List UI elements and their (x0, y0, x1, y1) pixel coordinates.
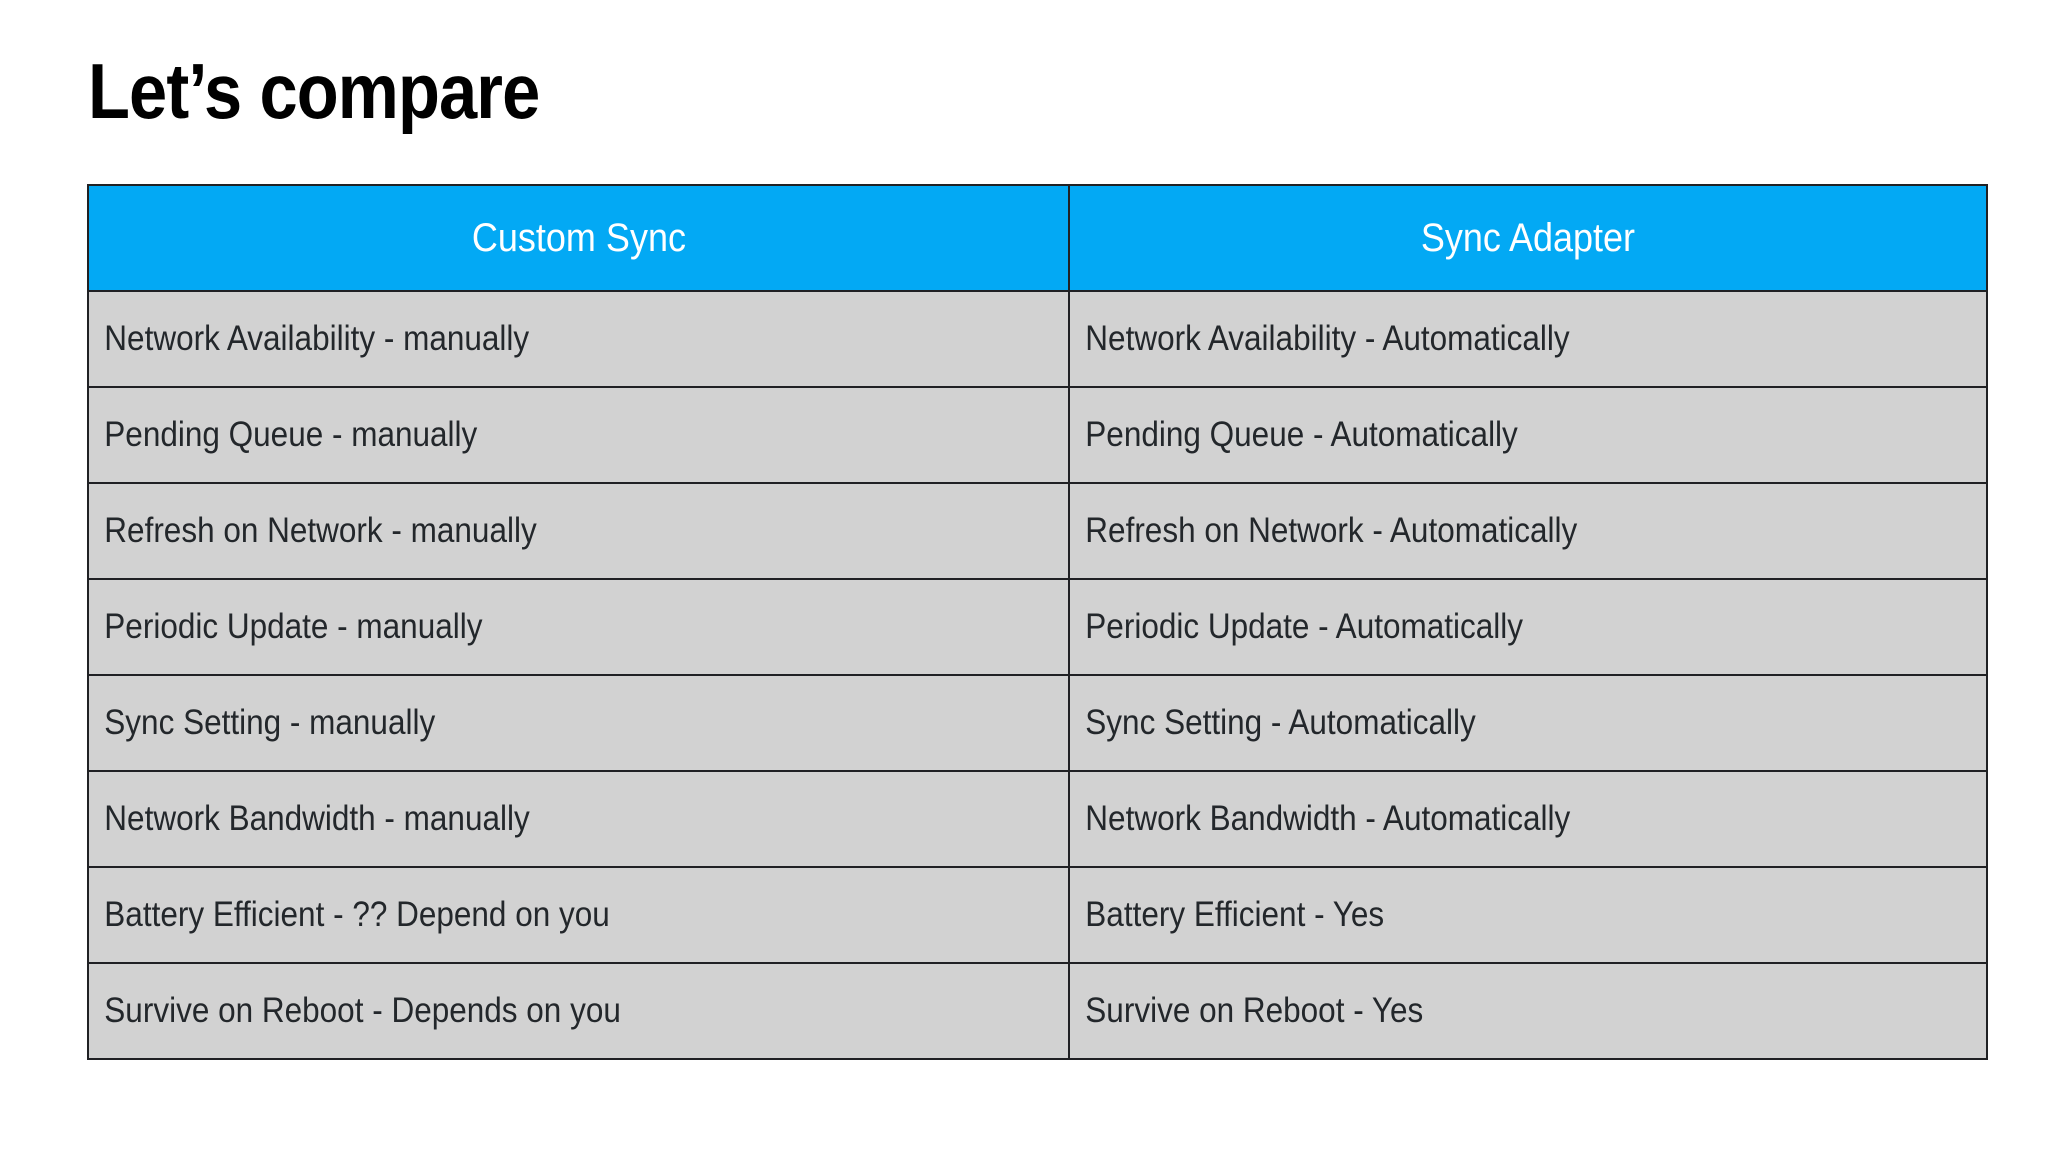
table-row: Battery Efficient - ?? Depend on you Bat… (87, 866, 1988, 964)
cell-text: Sync Setting - manually (104, 703, 436, 742)
cell-text: Periodic Update - Automatically (1085, 607, 1524, 646)
cell-sync-adapter: Battery Efficient - Yes (1068, 866, 1988, 964)
cell-sync-adapter: Sync Setting - Automatically (1068, 674, 1988, 772)
table-row: Refresh on Network - manually Refresh on… (87, 482, 1988, 580)
table-row: Sync Setting - manually Sync Setting - A… (87, 674, 1988, 772)
table-header-row: Custom Sync Sync Adapter (87, 184, 1988, 292)
column-header-sync-adapter-label: Sync Adapter (1420, 216, 1636, 260)
table-row: Pending Queue - manually Pending Queue -… (87, 386, 1988, 484)
cell-sync-adapter: Refresh on Network - Automatically (1068, 482, 1988, 580)
cell-text: Battery Efficient - ?? Depend on you (104, 895, 610, 934)
table-row: Network Bandwidth - manually Network Ban… (87, 770, 1988, 868)
cell-custom-sync: Sync Setting - manually (87, 674, 1070, 772)
cell-text: Network Bandwidth - Automatically (1085, 799, 1571, 838)
column-header-custom-sync: Custom Sync (87, 184, 1070, 292)
cell-text: Refresh on Network - Automatically (1085, 511, 1578, 550)
cell-text: Pending Queue - Automatically (1085, 415, 1518, 454)
page-title: Let’s compare (88, 47, 540, 135)
cell-sync-adapter: Periodic Update - Automatically (1068, 578, 1988, 676)
cell-sync-adapter: Survive on Reboot - Yes (1068, 962, 1988, 1060)
cell-custom-sync: Periodic Update - manually (87, 578, 1070, 676)
table-row: Periodic Update - manually Periodic Upda… (87, 578, 1988, 676)
cell-custom-sync: Network Bandwidth - manually (87, 770, 1070, 868)
cell-custom-sync: Network Availability - manually (87, 290, 1070, 388)
cell-text: Survive on Reboot - Depends on you (104, 991, 621, 1030)
column-header-custom-sync-label: Custom Sync (471, 216, 686, 260)
cell-text: Network Bandwidth - manually (104, 799, 530, 838)
comparison-table: Custom Sync Sync Adapter Network Availab… (87, 184, 1988, 1060)
cell-sync-adapter: Network Bandwidth - Automatically (1068, 770, 1988, 868)
cell-sync-adapter: Pending Queue - Automatically (1068, 386, 1988, 484)
cell-custom-sync: Survive on Reboot - Depends on you (87, 962, 1070, 1060)
cell-text: Sync Setting - Automatically (1085, 703, 1476, 742)
cell-custom-sync: Battery Efficient - ?? Depend on you (87, 866, 1070, 964)
cell-text: Battery Efficient - Yes (1085, 895, 1385, 934)
cell-text: Network Availability - Automatically (1085, 319, 1570, 358)
cell-text: Pending Queue - manually (104, 415, 478, 454)
cell-sync-adapter: Network Availability - Automatically (1068, 290, 1988, 388)
table-row: Survive on Reboot - Depends on you Survi… (87, 962, 1988, 1060)
cell-custom-sync: Refresh on Network - manually (87, 482, 1070, 580)
cell-text: Network Availability - manually (104, 319, 530, 358)
table-body: Network Availability - manually Network … (87, 290, 1988, 1060)
cell-text: Survive on Reboot - Yes (1085, 991, 1424, 1030)
table-header: Custom Sync Sync Adapter (87, 184, 1988, 292)
cell-custom-sync: Pending Queue - manually (87, 386, 1070, 484)
table-row: Network Availability - manually Network … (87, 290, 1988, 388)
cell-text: Refresh on Network - manually (104, 511, 537, 550)
column-header-sync-adapter: Sync Adapter (1068, 184, 1988, 292)
cell-text: Periodic Update - manually (104, 607, 483, 646)
